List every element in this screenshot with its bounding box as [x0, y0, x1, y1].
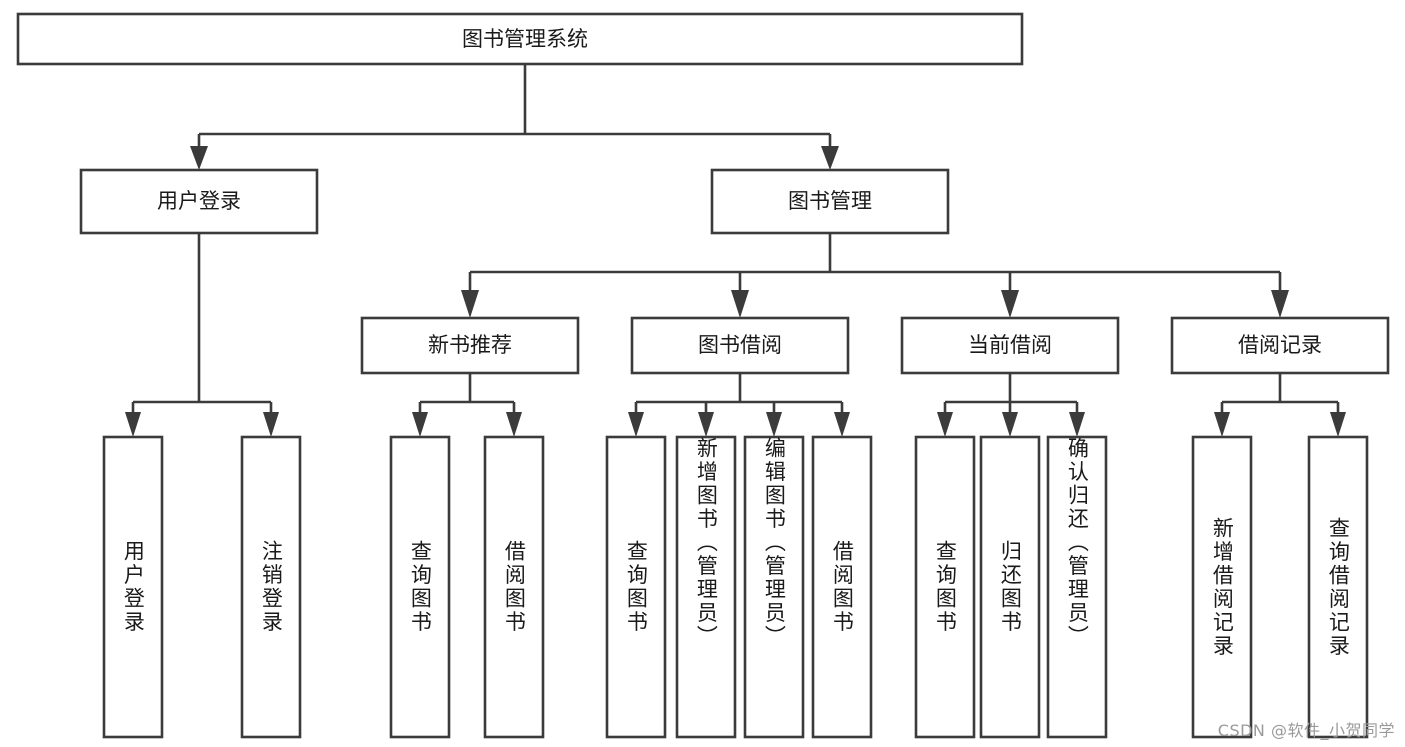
arrow-head-icon [1214, 412, 1230, 437]
node-book-management-box[interactable] [710, 168, 950, 235]
connector-group-current-leaves [937, 373, 1085, 437]
leaf-box-cb-confirm-return[interactable] [1046, 435, 1108, 739]
node-borrow-record-box[interactable] [1170, 316, 1390, 375]
arrow-head-icon [506, 412, 522, 437]
node-current-borrow[interactable]: 当前借阅 [900, 316, 1120, 375]
arrow-head-icon [628, 412, 644, 437]
arrow-head-icon [125, 412, 141, 437]
node-current-borrow-label: 当前借阅 [968, 333, 1052, 357]
node-root-box[interactable] [16, 12, 1024, 66]
leaf-box-nb-query-book[interactable] [389, 435, 451, 739]
leaf-box-nb-borrow-book[interactable] [483, 435, 545, 739]
node-book-borrow[interactable]: 图书借阅 [630, 316, 850, 375]
node-book-management[interactable]: 图书管理 [710, 168, 950, 235]
arrow-head-icon [1271, 290, 1289, 318]
arrow-head-icon [937, 412, 953, 437]
connector-group-root [190, 64, 839, 170]
node-borrow-record[interactable]: 借阅记录 [1170, 316, 1390, 375]
node-user-login-box[interactable] [79, 168, 319, 235]
node-root-system[interactable]: 图书管理系统 [16, 12, 1024, 66]
leaf-box-br-query-record[interactable] [1307, 435, 1369, 739]
arrow-head-icon [1002, 412, 1018, 437]
arrow-head-icon [766, 412, 782, 437]
node-book-borrow-label: 图书借阅 [698, 333, 782, 357]
arrow-head-icon [698, 412, 714, 437]
arrow-head-icon [412, 412, 428, 437]
leaf-box-cb-return-book[interactable] [979, 435, 1041, 739]
node-new-book-recommend-label: 新书推荐 [428, 333, 512, 357]
arrow-head-icon [834, 412, 850, 437]
leaf-box-user-login[interactable] [102, 435, 164, 739]
leaf-box-group [102, 435, 1369, 739]
leaf-box-logout[interactable] [240, 435, 302, 739]
arrow-head-icon [263, 412, 279, 437]
arrow-head-icon [190, 146, 208, 170]
leaf-box-bw-query-book[interactable] [605, 435, 667, 739]
node-root-label: 图书管理系统 [462, 27, 588, 51]
node-new-book-recommend-box[interactable] [360, 316, 580, 375]
node-user-login[interactable]: 用户登录 [79, 168, 319, 235]
connector-group-bookmgmt [461, 233, 1289, 318]
connector-group-record-leaves [1214, 373, 1346, 437]
arrow-head-icon [731, 290, 749, 318]
arrow-head-icon [821, 146, 839, 170]
leaf-box-br-add-record[interactable] [1191, 435, 1253, 739]
node-borrow-record-label: 借阅记录 [1238, 333, 1322, 357]
leaf-box-bw-edit-book[interactable] [743, 435, 805, 739]
arrow-head-icon [1001, 290, 1019, 318]
connector-group-newbook-leaves [412, 373, 522, 437]
arrow-head-icon [1069, 412, 1085, 437]
arrow-head-icon [461, 290, 479, 318]
node-new-book-recommend[interactable]: 新书推荐 [360, 316, 580, 375]
node-book-borrow-box[interactable] [630, 316, 850, 375]
node-user-login-label: 用户登录 [157, 189, 241, 213]
connector-group-userlogin-leaves [125, 233, 279, 437]
leaf-box-cb-query-book[interactable] [914, 435, 976, 739]
node-book-management-label: 图书管理 [788, 189, 872, 213]
csdn-watermark: CSDN @软件_小贺同学 [1217, 721, 1395, 740]
connector-group-borrow-leaves [628, 373, 850, 437]
leaf-box-bw-borrow-book[interactable] [811, 435, 873, 739]
leaf-box-bw-add-book[interactable] [675, 435, 737, 739]
arrow-head-icon [1330, 412, 1346, 437]
node-current-borrow-box[interactable] [900, 316, 1120, 375]
